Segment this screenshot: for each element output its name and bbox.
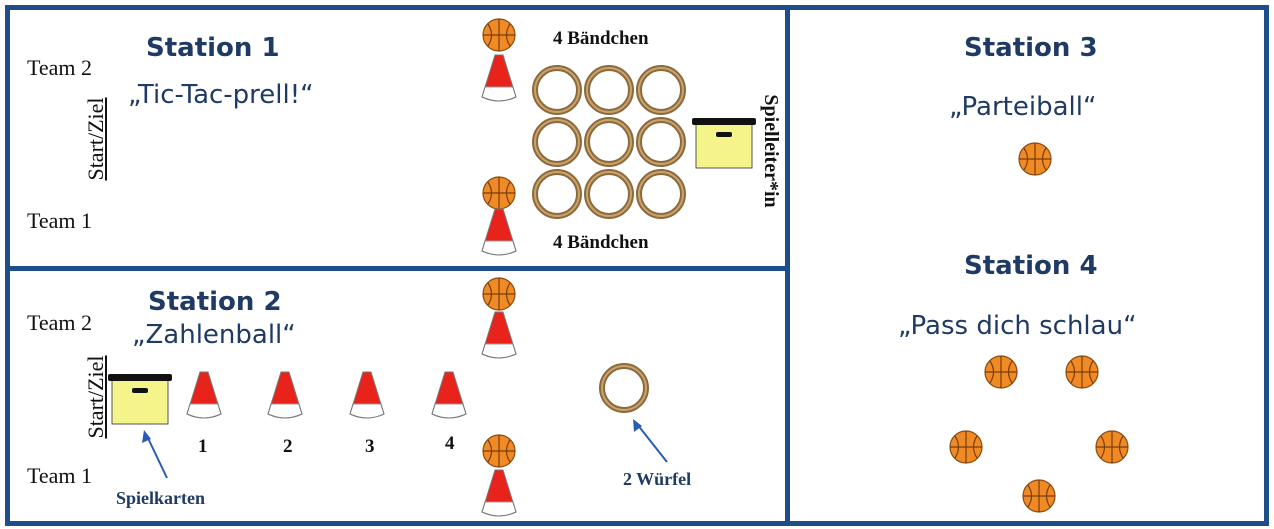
station4-name: „Pass dich schlau“ (898, 311, 1137, 341)
basketball-icon (482, 18, 516, 52)
cone-icon (481, 311, 517, 359)
basketball-icon (984, 355, 1018, 389)
dice-label: 2 Würfel (623, 469, 692, 489)
ring-icon (535, 120, 579, 164)
basketball-icon (482, 277, 516, 311)
ring-icon (587, 120, 631, 164)
station2-team-bottom: Team 1 (27, 463, 93, 488)
cone-icon (481, 54, 517, 102)
station3-4-area (785, 5, 1269, 526)
basketball-icon (1065, 355, 1099, 389)
bands-bottom-label: 4 Bändchen (553, 232, 649, 253)
ring-icon (535, 172, 579, 216)
arrow-icon (142, 430, 168, 479)
cone-icon (481, 469, 517, 517)
ring-grid (535, 68, 683, 216)
ring-icon (587, 172, 631, 216)
box-icon (691, 117, 757, 169)
cone-icon (267, 371, 303, 419)
cone-number-2: 2 (283, 436, 293, 457)
basketball-icon (1095, 430, 1129, 464)
cone-number-4: 4 (445, 433, 455, 454)
cone-number-1: 1 (198, 436, 208, 457)
ring-icon (639, 172, 683, 216)
ring-icon (535, 68, 579, 112)
station1-team-bottom: Team 1 (27, 208, 93, 233)
cards-label: Spielkarten (116, 488, 206, 508)
station2-title: Station 2 (148, 287, 282, 317)
basketball-icon (1022, 479, 1056, 513)
station1-title: Station 1 (146, 33, 280, 63)
basketball-icon (482, 176, 516, 210)
station2-start-label: Start/Ziel (83, 355, 108, 439)
ring-icon (587, 68, 631, 112)
ring-icon (602, 366, 646, 410)
ring-icon (639, 120, 683, 164)
station3-title: Station 3 (964, 33, 1098, 63)
station4-title: Station 4 (964, 251, 1098, 281)
station3-name: „Parteiball“ (949, 92, 1097, 122)
station2-name: „Zahlenball“ (132, 320, 296, 350)
station1-name: „Tic-Tac-prell!“ (128, 80, 314, 110)
leader-label: Spielleiter*in (760, 94, 782, 208)
cone-icon (431, 371, 467, 419)
cone-icon (186, 371, 222, 419)
arrow-icon (633, 419, 668, 463)
station1-start-label: Start/Ziel (83, 97, 108, 181)
ring-icon (639, 68, 683, 112)
bands-top-label: 4 Bändchen (553, 28, 649, 49)
station2-team-top: Team 2 (27, 310, 93, 335)
cone-icon (481, 208, 517, 256)
box-icon (107, 373, 173, 425)
cone-number-3: 3 (365, 436, 375, 457)
station1-team-top: Team 2 (27, 55, 93, 80)
basketball-icon (1018, 142, 1052, 176)
cone-icon (349, 371, 385, 419)
basketball-icon (949, 430, 983, 464)
basketball-icon (482, 434, 516, 468)
